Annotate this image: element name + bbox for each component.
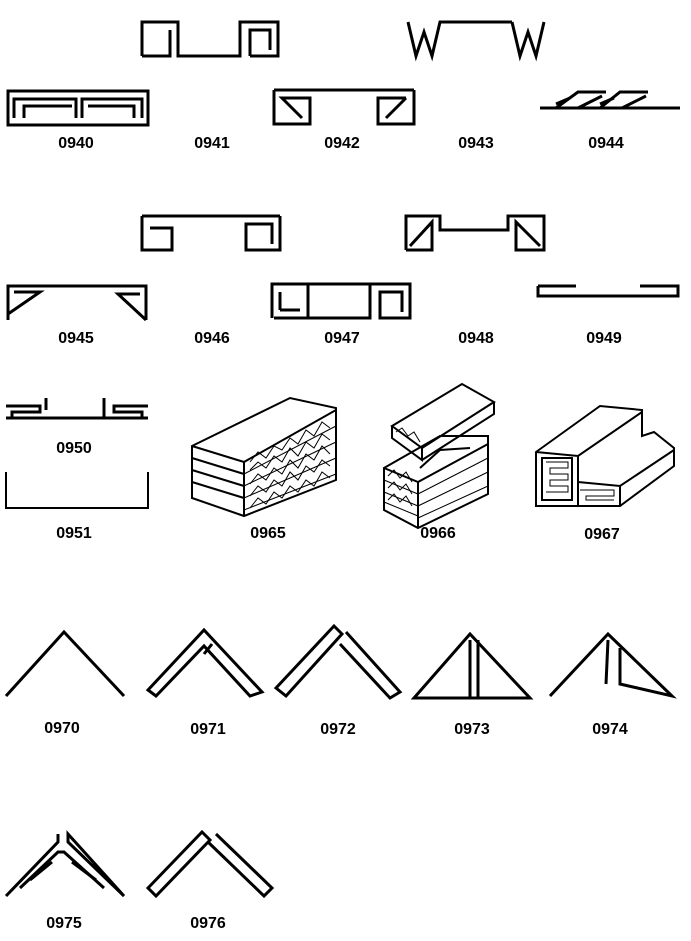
drawing-0944 (540, 90, 680, 110)
style-code-label: 0943 (458, 135, 494, 152)
style-code-label: 0971 (190, 721, 226, 738)
drawing-0949 (536, 284, 680, 298)
drawing-0965 (191, 396, 337, 518)
style-code-label: 0941 (194, 135, 230, 152)
drawing-0976 (145, 829, 275, 899)
drawing-0972 (273, 623, 403, 700)
drawing-0966 (383, 382, 496, 530)
style-code-label: 0947 (324, 330, 360, 347)
drawing-0946 (140, 214, 282, 252)
drawing-0942 (272, 88, 416, 126)
drawing-0973 (410, 631, 534, 700)
style-code-label: 0974 (592, 721, 628, 738)
style-code-label: 0972 (320, 721, 356, 738)
drawing-0971 (145, 627, 265, 698)
style-code-label: 0946 (194, 330, 230, 347)
style-code-label: 0950 (56, 440, 92, 457)
drawing-0940 (6, 89, 150, 127)
style-code-label: 0975 (46, 915, 82, 932)
style-code-label: 0951 (56, 525, 92, 542)
drawing-0975 (4, 830, 126, 898)
drawing-0950 (6, 398, 148, 420)
style-code-label: 0976 (190, 915, 226, 932)
drawing-0941 (140, 20, 280, 58)
drawing-0945 (6, 284, 148, 322)
style-code-label: 0942 (324, 135, 360, 152)
style-code-label: 0945 (58, 330, 94, 347)
drawing-0967 (535, 404, 675, 507)
drawing-0951 (5, 472, 149, 509)
style-code-label: 0965 (250, 525, 286, 542)
style-code-label: 0944 (588, 135, 624, 152)
drawing-0948 (404, 214, 546, 252)
style-code-label: 0940 (58, 135, 94, 152)
style-code-label: 0948 (458, 330, 494, 347)
style-code-label: 0973 (454, 721, 490, 738)
drawing-0970 (4, 629, 126, 698)
drawing-0974 (548, 631, 677, 699)
style-code-label: 0966 (420, 525, 456, 542)
style-code-label: 0967 (584, 526, 620, 543)
drawing-0943 (406, 20, 546, 62)
style-code-label: 0949 (586, 330, 622, 347)
drawing-0947 (270, 282, 412, 320)
style-code-label: 0970 (44, 720, 80, 737)
